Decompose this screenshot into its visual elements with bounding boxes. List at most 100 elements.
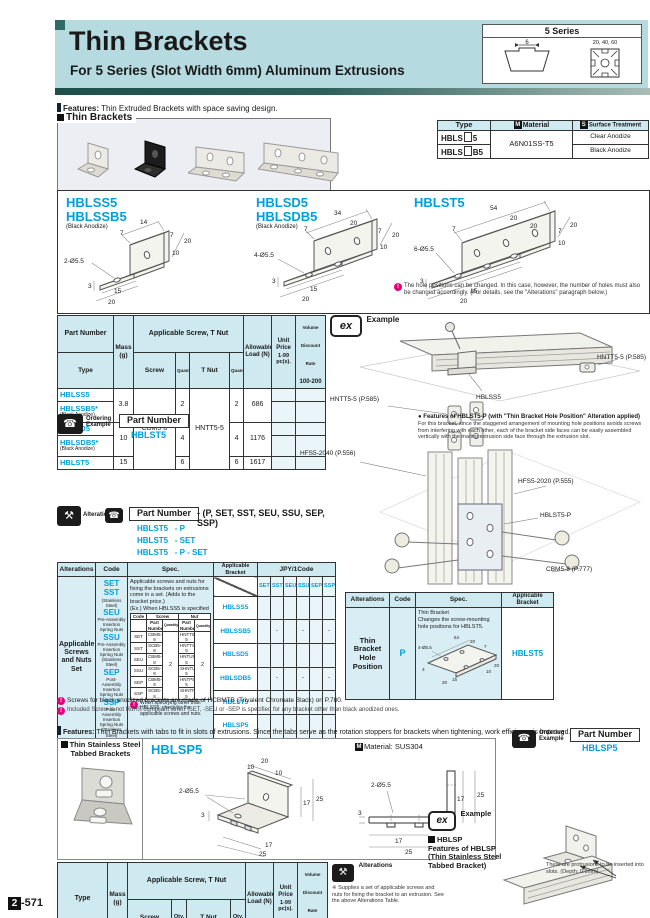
- bottom-alterations: ⚒ Alterations ※ Supplies a set of applic…: [332, 862, 444, 905]
- svg-text:20: 20: [392, 232, 400, 239]
- svg-text:3: 3: [88, 283, 92, 290]
- svg-text:20: 20: [460, 298, 468, 305]
- alterations-table: Alterations Code Spec. Applicable Bracke…: [57, 561, 337, 739]
- hole-position-spec: Thin Bracket Changes the screw-mounting …: [415, 607, 502, 701]
- hblsd5-drawing: 7 34 20 7 20 10 4-Ø5.5 15 20 3: [254, 208, 400, 303]
- ordering-value: HBLST5: [131, 430, 167, 440]
- surface-black: Black Anodize: [572, 143, 649, 159]
- features-top: Features: Thin Extruded Brackets with sp…: [57, 103, 617, 113]
- main-part-table: Part Number Mass(g) Applicable Screw, T …: [57, 315, 327, 470]
- screw-tnut-header: Applicable Screw, T Nut: [132, 315, 245, 353]
- spec-cell: Applicable screws and nuts for fixing th…: [127, 576, 214, 739]
- page-number-box: 2: [8, 897, 21, 910]
- bracket-photo-triple: [258, 142, 339, 182]
- svg-text:15: 15: [310, 286, 318, 293]
- part-number-header: Part Number: [57, 315, 114, 353]
- svg-text:HBLSS5: HBLSS5: [476, 394, 501, 401]
- svg-text:17: 17: [303, 800, 311, 807]
- features-label: Features:: [63, 729, 95, 736]
- part-variant: (Black Anodize): [256, 224, 298, 230]
- svg-text:7: 7: [558, 228, 562, 235]
- page-number-text: -571: [21, 897, 44, 909]
- features-text: Thin Brackets with tabs to fit in slots …: [96, 729, 571, 736]
- material-badge-icon: M: [513, 121, 522, 129]
- svg-text:6-Ø5.5: 6-Ø5.5: [414, 246, 434, 253]
- diagonal-cell: [213, 576, 258, 597]
- features-title: ● Features of HBLST5-P (with "Thin Brack…: [418, 414, 641, 420]
- hole-position-code: P: [389, 607, 416, 701]
- footnote-2: !Included Screw is not RoHS compliant wh…: [57, 707, 517, 715]
- diagram-hblss5: HBLSS5 HBLSSB5 (Black Anodize): [62, 193, 250, 311]
- table-row: HBLSD5 10 4 4 1176: [57, 422, 327, 457]
- svg-text:3: 3: [358, 810, 362, 817]
- suffix-options: - (P, SET, SST, SEU, SSU, SEP, SSP): [197, 508, 325, 528]
- example-logo-icon: ex: [428, 811, 456, 831]
- svg-text:15: 15: [470, 288, 478, 295]
- label-hblst5p: HBLST5-P: [540, 512, 572, 519]
- hblst5p-features: ● Features of HBLST5-P (with "Thin Brack…: [418, 414, 646, 441]
- svg-text:20: 20: [302, 296, 310, 303]
- part-number-box: Part Number: [129, 507, 200, 521]
- svg-text:20: 20: [570, 222, 578, 229]
- hblss5-drawing: 7 14 7 20 10 2-Ø5.5 15 20 3: [64, 219, 192, 306]
- ordering-example-icon: ☎: [512, 730, 536, 748]
- square-bullet-icon: [60, 741, 68, 748]
- label-hntt5: HNTT5-5 (P.585): [330, 396, 380, 403]
- slot-profile-drawing: 6: [504, 40, 550, 72]
- svg-text:4-Ø5.5: 4-Ø5.5: [418, 645, 432, 650]
- part-name: HBLSSB5: [66, 209, 127, 224]
- svg-text:20: 20: [184, 238, 192, 245]
- features-label: Features:: [63, 104, 100, 113]
- features-bar-icon: [57, 726, 61, 735]
- svg-text:20: 20: [350, 220, 358, 227]
- svg-text:20: 20: [261, 758, 269, 765]
- svg-text:6: 6: [525, 40, 529, 46]
- svg-text:2-Ø5.5: 2-Ø5.5: [179, 788, 199, 795]
- hole-position-drawing: 54 20 7 4-Ø5.5 20 10 15 20 3: [418, 635, 500, 685]
- svg-text:2-Ø5.5: 2-Ø5.5: [64, 258, 84, 265]
- diagram-hblst5: HBLST5: [410, 193, 646, 311]
- label-hfs5-2020: HFS5-2020 (P.555): [518, 478, 574, 485]
- table-row: HBLST5: [58, 690, 337, 716]
- svg-text:20: 20: [442, 680, 448, 685]
- page-number: 2-571: [8, 893, 43, 911]
- series-box: 5 Series 6 20, 40, 60: [482, 24, 642, 84]
- svg-text:20, 40, 60: 20, 40, 60: [593, 40, 617, 46]
- label-hfs5-2040: HFS5-2040 (P.556): [300, 450, 356, 457]
- assembly-drawing: [359, 401, 642, 585]
- ordering-example-icon: ☎: [57, 414, 83, 434]
- table-row: HBLSS5: [58, 595, 337, 621]
- hole-position-label: Thin Bracket Hole Position: [345, 607, 390, 701]
- ordering-value: HBLSP5: [582, 743, 618, 753]
- part-name: HBLSD5: [256, 195, 309, 210]
- svg-text:15: 15: [114, 288, 122, 295]
- svg-text:54: 54: [454, 635, 460, 640]
- mass-header: Mass(g): [113, 315, 134, 389]
- diagram-box: HBLSS5 HBLSSB5 (Black Anodize): [57, 190, 650, 314]
- hblsp5-iso-drawing: 20 10 10 2-Ø5.5 3 17 25 17 25: [179, 758, 324, 857]
- svg-text:3: 3: [420, 278, 424, 285]
- svg-text:20: 20: [494, 663, 500, 668]
- stainless-box-title: Thin Stainless Steel Tabbed Brackets: [58, 739, 143, 758]
- part-name: HBLSP5: [151, 742, 203, 757]
- label-cbm5-8: CBM5-8 (P.777): [546, 566, 593, 573]
- svg-text:54: 54: [490, 205, 498, 212]
- table-row: HBLSD5: [58, 643, 337, 668]
- type-header: Type: [437, 120, 491, 131]
- diagram-hblsd5: HBLSD5 HBLSDB5 (Black Anodize): [254, 193, 432, 311]
- table-row: HBLSDB5*(Black Anodize): [57, 435, 327, 457]
- svg-text:10: 10: [172, 250, 180, 257]
- footnote-1: !Screws for black anodized brackets are …: [57, 697, 497, 705]
- example-top: ex Example HBLSS5 HNTT5-5 (P.585): [330, 315, 648, 405]
- protrusion-note: There are protrusions to be inserted int…: [546, 862, 644, 875]
- svg-text:7: 7: [170, 232, 174, 239]
